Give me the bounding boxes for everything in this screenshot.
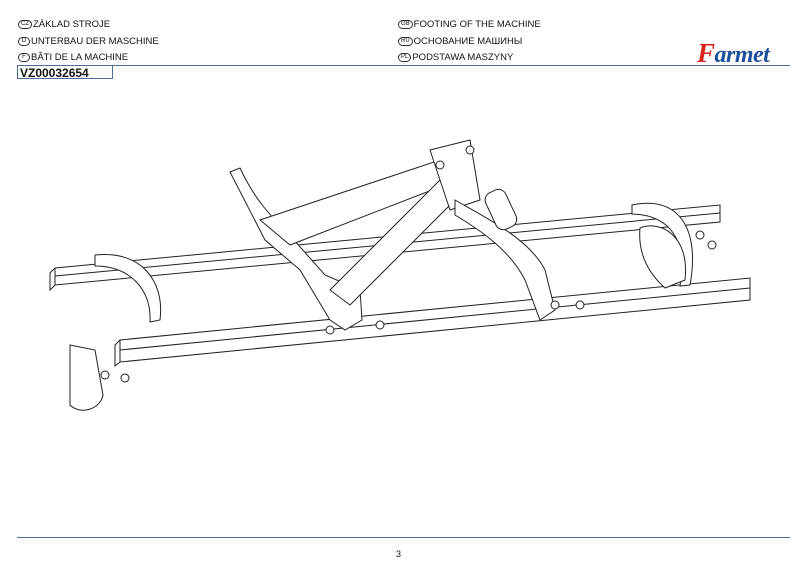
title-text: UNTERBAU DER MASCHINE xyxy=(31,36,159,47)
front-beam xyxy=(114,277,751,368)
bolts xyxy=(100,145,717,383)
left-deflector xyxy=(69,344,104,411)
title-text: ZÁKLAD STROJE xyxy=(33,19,111,30)
page-number: 3 xyxy=(396,549,402,559)
mast-right-plate xyxy=(454,199,556,321)
mast xyxy=(429,139,481,211)
title-text: FOOTING OF THE MACHINE xyxy=(413,19,541,30)
logo-f: F xyxy=(697,38,715,68)
lang-badge: F xyxy=(18,53,30,62)
header-rule xyxy=(113,65,790,66)
lang-badge: GB xyxy=(398,20,413,29)
lang-badge: PL xyxy=(398,53,412,62)
title-text: PODSTAWA MASZYNY xyxy=(412,52,514,63)
footer-rule xyxy=(17,537,790,538)
farmet-logo: Farmet xyxy=(697,38,770,69)
right-arch xyxy=(631,202,693,287)
lang-badge: CZ xyxy=(18,20,32,29)
lang-badge: RU xyxy=(398,37,413,46)
spring-cylinder xyxy=(484,188,518,231)
title-text: ОСНОВАНИЕ МАШИНЫ xyxy=(413,36,523,47)
part-code: VZ00032654 xyxy=(17,65,113,80)
title-text: BÂTI DE LA MACHINE xyxy=(31,52,129,63)
right-deflector xyxy=(639,225,687,289)
left-arch xyxy=(94,253,162,323)
lang-badge: D xyxy=(18,37,30,46)
logo-rest: armet xyxy=(714,42,770,68)
